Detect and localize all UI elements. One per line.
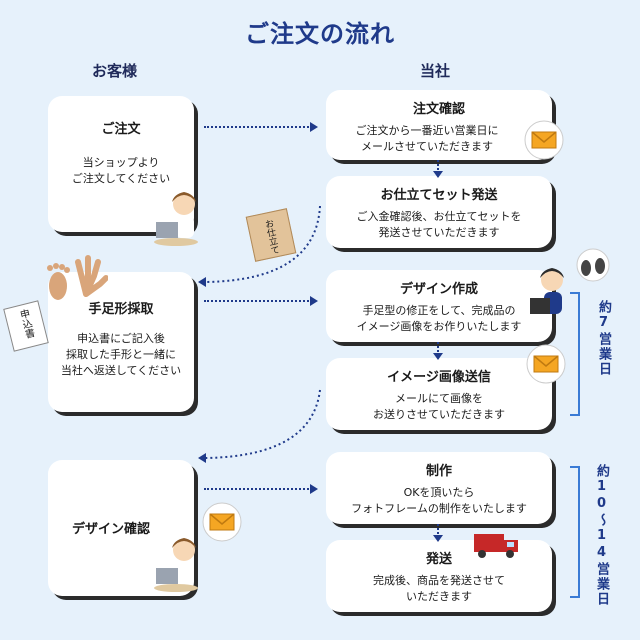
company-step-production: 制作 OKを頂いたら フォトフレームの制作をいたします <box>326 452 552 524</box>
customer-column-heading: お客様 <box>92 62 138 80</box>
step-heading: 注文確認 <box>412 102 465 117</box>
kit-sticker-label: お仕立て <box>262 218 280 256</box>
arrow-right <box>204 296 318 306</box>
operator-icon <box>530 268 564 314</box>
duration-bracket-design <box>570 292 580 416</box>
envelope-icon <box>202 502 242 542</box>
form-sticker-label: 申込書 <box>16 308 35 340</box>
step-body: ご注文から一番近い営業日に メールさせていただきます <box>355 124 499 153</box>
step-body: 当ショップより ご注文してください <box>71 156 171 185</box>
return-arrow-image <box>198 389 321 463</box>
page-title: ご注文の流れ <box>245 20 395 48</box>
truck-icon <box>474 534 518 558</box>
customer-step-handprint: 手足形採取 申込書にご記入後 採取した手形と一緒に 当社へ返送してください <box>48 272 194 412</box>
return-arrow-kit <box>198 205 321 287</box>
step-body: 完成後、商品を発送させて いただきます <box>373 574 505 603</box>
step-heading: ご注文 <box>101 122 141 137</box>
arrow-down <box>433 342 443 360</box>
step-body: 申込書にご記入後 採取した手形と一緒に 当社へ返送してください <box>60 332 182 377</box>
arrow-right <box>204 122 318 132</box>
step-heading: お仕立てセット発送 <box>380 188 498 203</box>
envelope-icon <box>526 344 566 384</box>
operator-icon <box>154 538 198 592</box>
company-step-kit-ship: お仕立てセット発送 ご入金確認後、お仕立てセットを 発送させていただきます <box>326 176 552 248</box>
step-body: メールにて画像を お送りさせていただきます <box>373 392 505 421</box>
duration-design: 約7営業日 <box>596 300 611 377</box>
step-body: ご入金確認後、お仕立てセットを 発送させていただきます <box>356 210 522 239</box>
footprint-icon <box>576 248 610 282</box>
step-body: 手足型の修正をして、完成品の イメージ画像をお作りいたします <box>356 304 522 333</box>
step-heading: イメージ画像送信 <box>387 370 491 385</box>
duration-production: 約10〜14営業日 <box>594 464 609 607</box>
handprint-icon <box>47 255 108 300</box>
arrow-down <box>433 524 443 542</box>
arrow-right <box>204 484 318 494</box>
operator-icon <box>154 192 198 246</box>
company-step-image-send: イメージ画像送信 メールにて画像を お送りさせていただきます <box>326 358 552 430</box>
customer-step-order: ご注文 当ショップより ご注文してください <box>48 96 194 232</box>
company-step-order-confirm: 注文確認 ご注文から一番近い営業日に メールさせていただきます <box>326 90 552 160</box>
step-body: OKを頂いたら フォトフレームの制作をいたします <box>351 486 527 515</box>
company-column-heading: 当社 <box>420 62 451 80</box>
form-sticker: 申込書 <box>3 300 49 352</box>
step-heading: デザイン確認 <box>71 522 150 537</box>
step-heading: 制作 <box>425 464 452 479</box>
step-heading: 発送 <box>425 552 452 567</box>
arrow-down <box>433 160 443 178</box>
step-heading: 手足形採取 <box>88 302 154 317</box>
envelope-icon <box>524 120 564 160</box>
step-heading: デザイン作成 <box>399 282 478 297</box>
duration-bracket-production <box>570 466 580 598</box>
company-step-design-create: デザイン作成 手足型の修正をして、完成品の イメージ画像をお作りいたします <box>326 270 552 342</box>
